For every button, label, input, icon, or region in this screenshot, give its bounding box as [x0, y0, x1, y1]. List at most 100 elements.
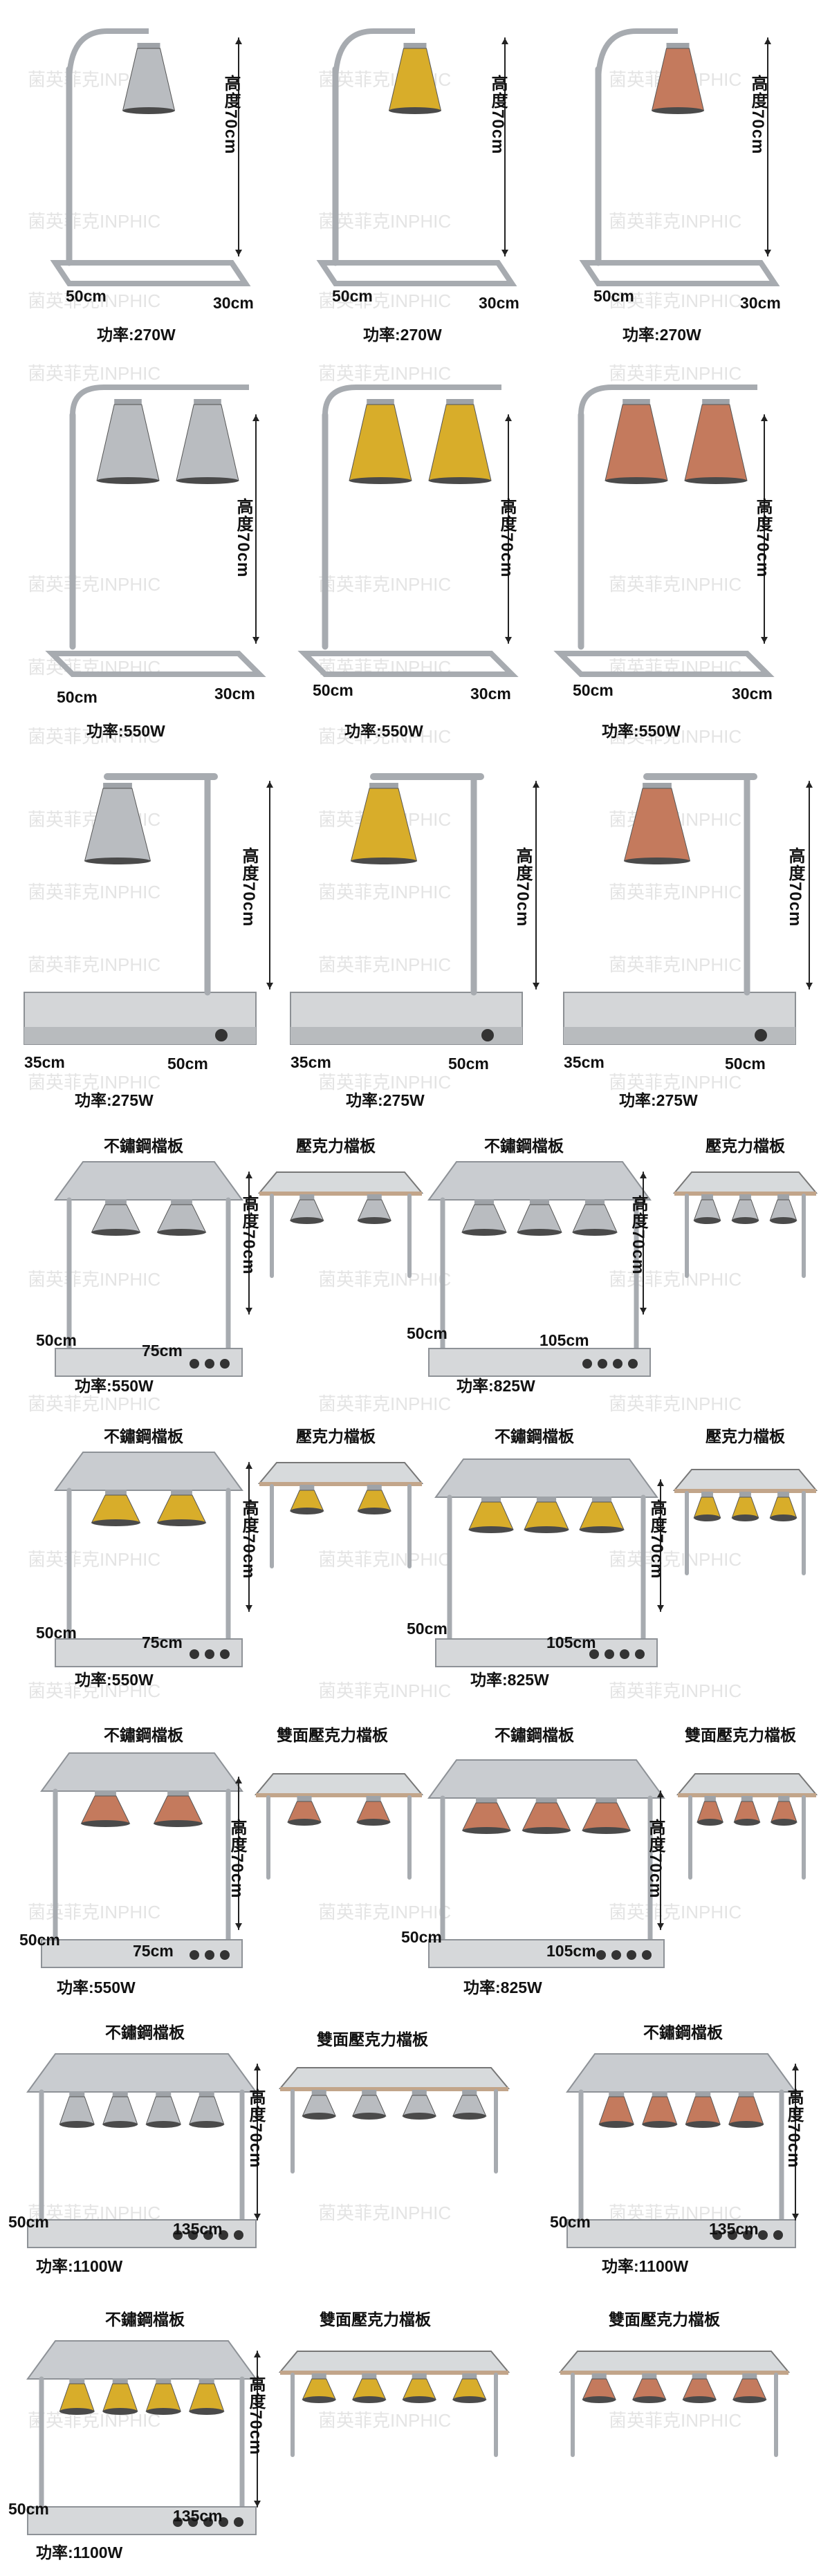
arrow-head	[254, 2064, 261, 2070]
height-label: 高度70cm	[221, 75, 240, 155]
lamp-shade	[91, 1494, 141, 1523]
lamp-rim	[389, 107, 441, 114]
control-knob	[582, 1359, 592, 1369]
lamp-rim	[290, 1217, 324, 1224]
arrow-head	[764, 250, 771, 256]
lamp-rim	[580, 1526, 624, 1533]
lamp-cap	[112, 2091, 128, 2098]
lamp-shade	[572, 1204, 618, 1233]
arrow-head	[254, 2501, 261, 2507]
panel-caption: 雙面壓克力檔板	[277, 1726, 388, 1744]
power-label: 功率:275W	[619, 1091, 698, 1109]
panel-caption: 不鏽鋼檔板	[104, 1427, 183, 1445]
depth-label: 50cm	[8, 2213, 49, 2231]
arrow-head	[792, 2214, 799, 2220]
lamp-cap	[412, 2090, 427, 2097]
height-label: 高度70cm	[646, 1819, 665, 1899]
arrow-head	[235, 1923, 242, 1929]
lamp-rim	[59, 2121, 95, 2128]
lamp-rim	[732, 1217, 759, 1224]
lamp-rim	[734, 1819, 760, 1826]
control-knob	[611, 1950, 621, 1960]
lamp-shade	[91, 1204, 141, 1233]
lamp-rim	[573, 1229, 617, 1236]
arrow-head	[235, 1777, 242, 1783]
arrow-head	[505, 415, 512, 421]
lamp-cap	[701, 1194, 713, 1201]
power-label: 功率:275W	[75, 1091, 154, 1109]
lamp-cap	[739, 1492, 751, 1499]
lamp-rim	[694, 1217, 721, 1224]
control-knob	[758, 2230, 768, 2240]
control-knob	[188, 2517, 198, 2527]
control-knob	[173, 2517, 183, 2527]
lamp-shade	[524, 1501, 569, 1530]
lamp-rim	[349, 477, 412, 484]
control-knob	[620, 1649, 629, 1659]
lamp-shade	[59, 2383, 95, 2412]
lamp-rim	[770, 1217, 797, 1224]
frame-base	[45, 651, 266, 677]
canopy-roof	[427, 1759, 665, 1799]
lamp-cap	[366, 1796, 381, 1803]
acrylic-panel	[676, 1773, 818, 1795]
arrow-head	[806, 983, 813, 989]
height-label: 高度70cm	[488, 75, 507, 155]
warming-base	[55, 1638, 243, 1667]
lamp-cap	[171, 1199, 192, 1206]
arrow-head	[235, 38, 242, 44]
lamp-cap	[652, 2091, 667, 2098]
lamp-cap	[299, 1194, 315, 1201]
lamp-cap	[367, 399, 394, 406]
height-label: 高度70cm	[748, 75, 767, 155]
lamp-cap	[362, 2373, 377, 2380]
lamp-rim	[146, 2121, 181, 2128]
lamp-shade	[189, 2096, 225, 2125]
lamp-rim	[624, 858, 690, 864]
lamp-rim	[176, 477, 239, 484]
acrylic-edge	[256, 1793, 422, 1797]
lamp-shade	[349, 404, 412, 481]
lamp-rim	[728, 2121, 764, 2128]
lamp-rim	[429, 477, 491, 484]
height-label: 高度70cm	[228, 1819, 246, 1899]
lamp-rim	[517, 1229, 562, 1236]
height-label: 高度70cm	[647, 1499, 666, 1579]
arrow-head	[640, 1172, 647, 1178]
lamp-cap	[695, 2091, 711, 2098]
control-knob	[627, 1950, 636, 1960]
width-label: 50cm	[593, 287, 634, 305]
arrow-head	[806, 781, 813, 788]
panel-caption: 不鏽鋼檔板	[495, 1427, 574, 1445]
lamp-cap	[666, 43, 690, 50]
lamp-cap	[446, 399, 474, 406]
lamp-shade	[605, 404, 668, 481]
lamp-shade	[461, 1204, 507, 1233]
lamp-cap	[105, 1490, 127, 1497]
frame-arm	[66, 28, 149, 84]
canopy-roof	[26, 2053, 257, 2093]
lamp-rim	[642, 2121, 677, 2128]
lamp-rim	[146, 2408, 181, 2415]
arrow-head	[792, 2064, 799, 2070]
canopy-roof	[566, 2053, 797, 2093]
lamp-rim	[102, 2408, 138, 2415]
lamp-cap	[739, 1194, 751, 1201]
control-knob	[596, 1950, 606, 1960]
lamp-shade	[176, 404, 239, 481]
power-label: 功率:550W	[57, 1979, 136, 1996]
lamp-rim	[84, 858, 151, 864]
control-knob	[190, 1950, 199, 1960]
depth-label: 50cm	[8, 2500, 49, 2518]
lamp-rim	[462, 1229, 506, 1236]
height-label: 高度70cm	[234, 498, 252, 578]
warming-base	[55, 1348, 243, 1377]
lamp-shade	[189, 2383, 225, 2412]
lamp-rim	[157, 1229, 206, 1236]
panel-caption: 不鏽鋼檔板	[484, 1137, 564, 1155]
lamp-cap	[105, 1199, 127, 1206]
arrow-head	[505, 637, 512, 643]
lamp-rim	[524, 1526, 569, 1533]
arrow-head	[657, 1923, 664, 1929]
arrow-head	[254, 2214, 261, 2220]
